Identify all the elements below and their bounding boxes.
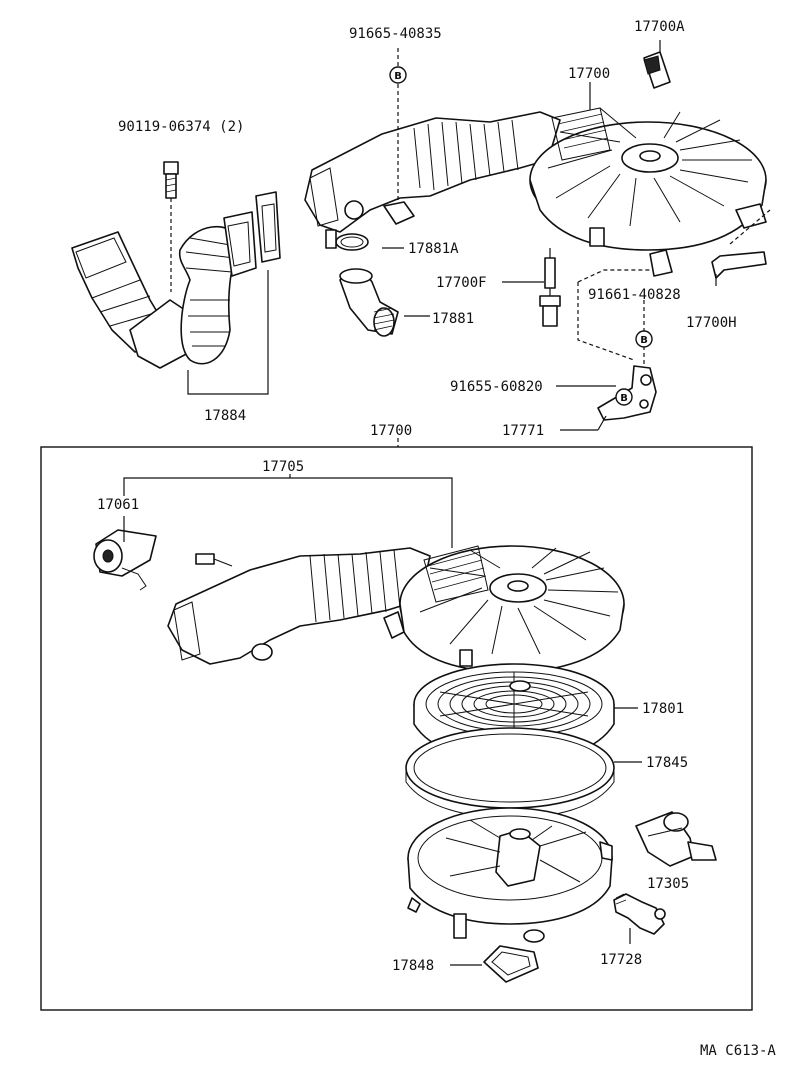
label-91661-40828: 91661-40828 — [588, 287, 681, 303]
air-cleaner-assembly-17700-top[interactable] — [304, 107, 767, 277]
label-17700F: 17700F — [436, 275, 487, 291]
svg-text:B: B — [620, 393, 628, 404]
marker-b-91665-40835: B — [389, 66, 407, 84]
clip-17700A[interactable] — [643, 40, 671, 89]
air-cleaner-lid-17705[interactable] — [167, 545, 625, 673]
air-intake-duct-17884[interactable] — [71, 191, 281, 369]
label-17881: 17881 — [432, 311, 474, 327]
bolt-90119-06374[interactable] — [163, 161, 179, 199]
gasket-17848[interactable] — [483, 945, 539, 983]
label-17700-top: 17700 — [568, 66, 610, 82]
marker-b-91655-60820: B — [615, 388, 633, 406]
label-17700A: 17700A — [634, 19, 685, 35]
footer-code: MA C613-A — [700, 1043, 776, 1059]
label-17884: 17884 — [204, 408, 246, 424]
label-91665-40835: 91665-40835 — [349, 26, 442, 42]
hose-17881[interactable] — [339, 268, 399, 337]
svg-text:B: B — [640, 335, 648, 346]
label-17845: 17845 — [646, 755, 688, 771]
svg-text:B: B — [394, 71, 402, 82]
label-17700H: 17700H — [686, 315, 737, 331]
label-17061: 17061 — [97, 497, 139, 513]
air-cleaner-case[interactable] — [407, 807, 613, 943]
label-17728: 17728 — [600, 952, 642, 968]
label-17881A: 17881A — [408, 241, 459, 257]
marker-b-91661-40828: B — [635, 330, 653, 348]
label-17305: 17305 — [647, 876, 689, 892]
label-17801: 17801 — [642, 701, 684, 717]
label-17771: 17771 — [502, 423, 544, 439]
clamp-17881A[interactable] — [325, 229, 369, 251]
label-17700-box: 17700 — [370, 423, 412, 439]
valve-17728[interactable] — [613, 893, 666, 935]
label-17705: 17705 — [262, 459, 304, 475]
label-17848: 17848 — [392, 958, 434, 974]
assembly-frame-17700 — [40, 446, 753, 1011]
label-91655-60820: 91655-60820 — [450, 379, 543, 395]
valve-17305[interactable] — [635, 811, 717, 867]
gasket-17845[interactable] — [405, 727, 615, 819]
valve-17061[interactable] — [93, 529, 157, 591]
label-90119-06374: 90119-06374 (2) — [118, 119, 244, 135]
sensor-17700F[interactable] — [539, 248, 561, 327]
